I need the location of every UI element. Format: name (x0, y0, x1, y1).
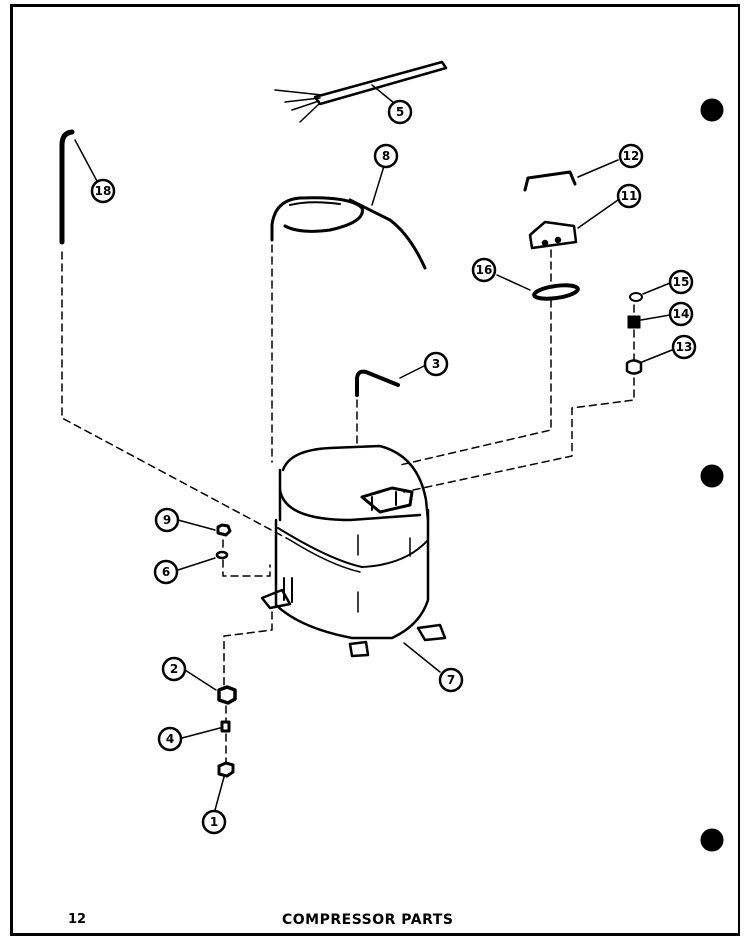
callout-4-label: 4 (166, 732, 174, 746)
callout-7-label: 7 (447, 673, 455, 687)
part-nut-upper (177, 519, 232, 537)
callout-15-label: 15 (673, 275, 690, 289)
callout-18-label: 18 (95, 184, 112, 198)
part-sleeve-lower (181, 720, 231, 739)
part-wiring-harness (274, 60, 448, 123)
callout-2-label: 2 (170, 662, 178, 676)
callout-18: 18 (90, 178, 116, 204)
part-relay-cover (528, 199, 619, 250)
part-washer-upper (177, 550, 229, 571)
callout-3: 3 (423, 351, 449, 377)
callout-13: 13 (671, 334, 697, 360)
callout-8: 8 (373, 143, 399, 169)
binder-hole-middle (700, 464, 724, 488)
callout-16: 16 (471, 257, 497, 283)
callout-5-label: 5 (396, 105, 404, 119)
page-number: 12 (68, 912, 87, 927)
callout-9-label: 9 (163, 513, 171, 527)
page-border (10, 4, 740, 936)
part-nut-lower (214, 761, 235, 811)
callout-8-label: 8 (382, 149, 390, 163)
part-bent-tube (355, 365, 425, 397)
callout-14-label: 14 (673, 307, 690, 321)
part-coiled-tube (270, 165, 427, 270)
part-cap-fitting (629, 282, 671, 302)
callout-12-label: 12 (623, 149, 640, 163)
callout-11-label: 11 (621, 189, 638, 203)
binder-hole-bottom (700, 828, 724, 852)
part-grommet-fitting (627, 314, 671, 329)
callout-4: 4 (157, 726, 183, 752)
callout-6: 6 (153, 559, 179, 585)
callout-5: 5 (387, 99, 413, 125)
callout-2: 2 (161, 656, 187, 682)
assembly-lines (61, 244, 635, 763)
callout-13-label: 13 (676, 340, 693, 354)
callout-16-label: 16 (476, 263, 493, 277)
binder-hole-top (700, 98, 724, 122)
part-gasket-ring (496, 274, 580, 301)
part-vertical-tube (59, 129, 99, 245)
diagram-title: COMPRESSOR PARTS (282, 912, 454, 928)
callout-15: 15 (668, 269, 694, 295)
callout-12: 12 (618, 143, 644, 169)
part-overload-clip (523, 159, 619, 192)
callout-1-label: 1 (210, 815, 218, 829)
part-sleeve-fitting (625, 349, 673, 375)
callout-6-label: 6 (162, 565, 170, 579)
callout-9: 9 (154, 507, 180, 533)
callout-7: 7 (438, 667, 464, 693)
callout-11: 11 (616, 183, 642, 209)
part-grommet-lower (184, 669, 237, 705)
callout-1: 1 (201, 809, 227, 835)
part-compressor (260, 444, 447, 673)
callout-14: 14 (668, 301, 694, 327)
callout-labels: 5 18 8 12 11 16 (90, 99, 697, 835)
callout-3-label: 3 (432, 357, 440, 371)
